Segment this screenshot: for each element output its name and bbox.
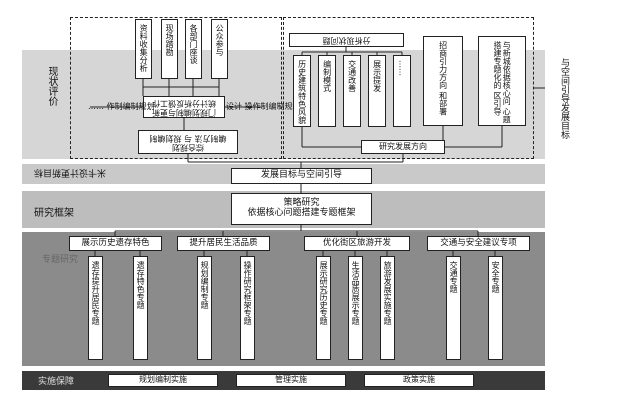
topic-item-1-1: 遗存提升居民专题 bbox=[88, 256, 103, 360]
stage-label-implementation: 实施保障 bbox=[38, 377, 75, 387]
stage-label-topics: 专题研究 bbox=[42, 255, 79, 265]
impl-box-policy: 政策实施 bbox=[364, 374, 474, 387]
impl-box-management: 管理实施 bbox=[236, 374, 346, 387]
method-department-talks: 各部门座谈 bbox=[185, 19, 202, 79]
topic-item-3-3: 旅游发展实施专题 bbox=[380, 256, 395, 360]
goal-box: 发展目标与空间引导 bbox=[231, 168, 372, 184]
method-public-participation: 公众参与 bbox=[211, 19, 228, 79]
stage-label-framework: 研究框架 bbox=[34, 208, 74, 219]
topic-header-traffic: 交通与安全建议专项 bbox=[427, 236, 530, 251]
method-site-survey: 现场踏勘 bbox=[161, 19, 178, 79]
research-direction-box: 研究发展方向 bbox=[361, 140, 445, 154]
analysis-col-4: 展示提发 bbox=[368, 55, 386, 127]
topic-item-3-2: 生活品质展示专题 bbox=[348, 256, 363, 360]
framework-line1: 策略研究 bbox=[283, 198, 320, 209]
analysis-col-3: 交通改善 bbox=[343, 55, 361, 127]
topic-header-tourism: 优化街区旅游开发 bbox=[304, 236, 410, 251]
topic-item-3-1: 展示研究历史专题 bbox=[316, 256, 331, 360]
stage-label-status: 现状评价 bbox=[46, 66, 57, 106]
topic-item-4-2: 安全专题 bbox=[488, 256, 503, 360]
method-data-collection: 资料收集分析 bbox=[135, 19, 152, 79]
analysis-col-b: 与新城依据核心问 心题 搭建专题化的 区引导 bbox=[478, 36, 526, 126]
analysis-col-2: 编制模式 bbox=[318, 55, 336, 127]
topic-header-heritage: 展示历史遗存特色 bbox=[69, 236, 162, 251]
topic-item-1-2: 遗存特色专题 bbox=[133, 256, 148, 360]
analysis-group bbox=[283, 17, 534, 159]
right-side-label: 与空间引导发展目标 bbox=[559, 58, 569, 139]
framework-line2: 依据核心问题搭建专题框架 bbox=[247, 208, 356, 218]
analysis-col-1: 历史建筑特色风貌 bbox=[293, 55, 311, 127]
topic-header-quality: 提升居民生活品质 bbox=[177, 236, 270, 251]
analysis-col-5: …… bbox=[393, 55, 411, 127]
topic-item-4-1: 交通专题 bbox=[446, 256, 461, 360]
methods-group bbox=[70, 17, 282, 159]
topic-item-2-2: 操作研究框架专题 bbox=[240, 256, 255, 360]
framework-box: 策略研究 依据核心问题搭建专题框架 bbox=[231, 193, 372, 225]
impl-box-planning: 规划编制实施 bbox=[108, 374, 218, 387]
analysis-col-a: 招商引力方向 和部署 bbox=[423, 36, 463, 126]
right-side-text: 设计 操作制编制规划 bbox=[226, 102, 301, 111]
topic-item-2-1: 规划编制专题 bbox=[197, 256, 212, 360]
